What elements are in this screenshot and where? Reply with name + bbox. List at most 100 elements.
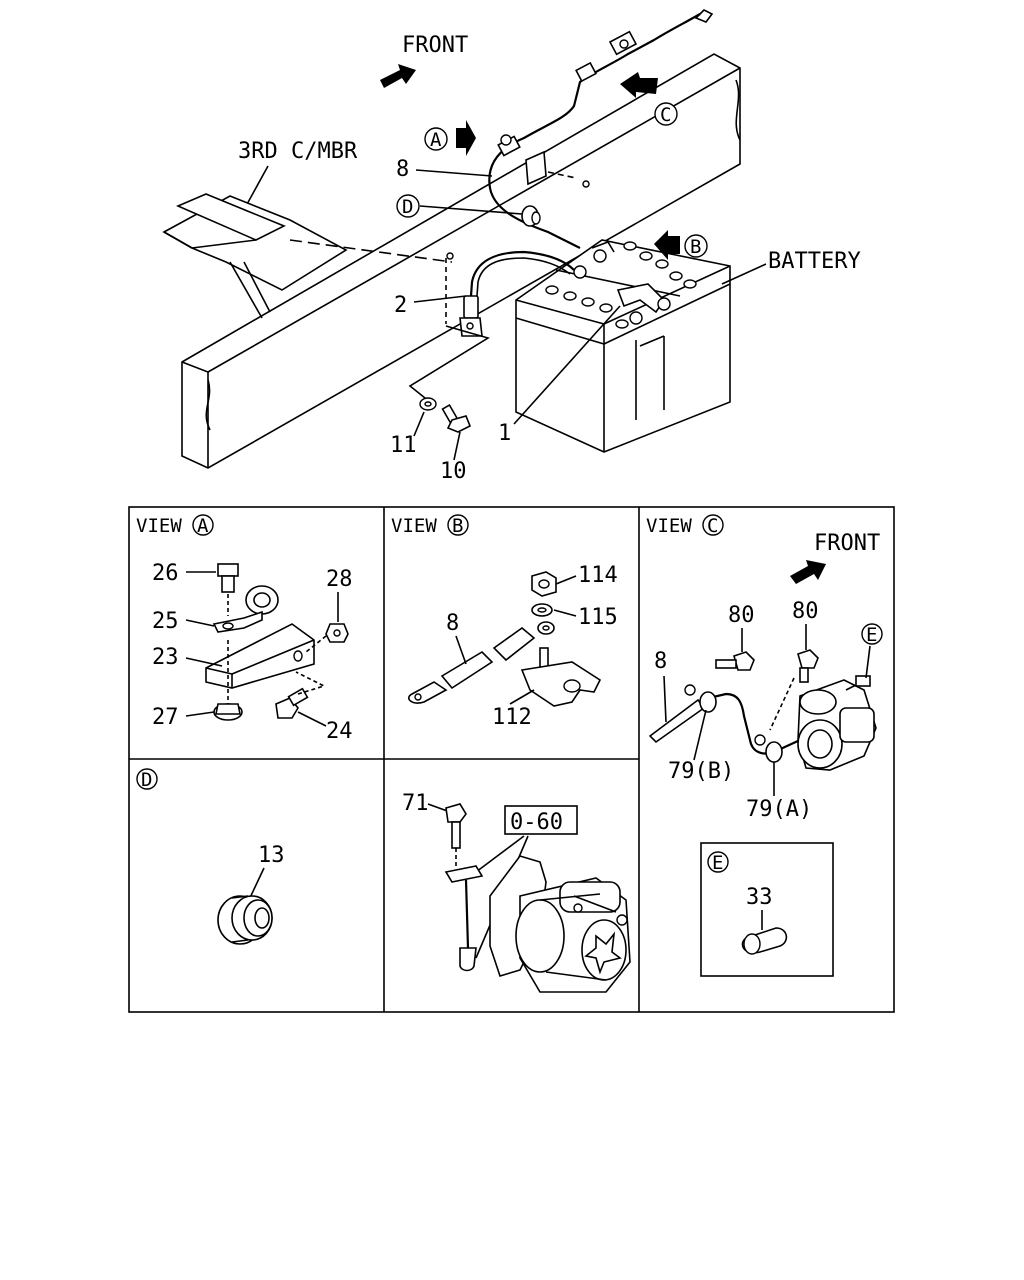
callout-8-c: 8	[654, 649, 667, 674]
crossmember-leader	[245, 165, 269, 207]
callout-114: 114	[578, 563, 618, 588]
view-e-box	[700, 842, 834, 977]
callout-28: 28	[326, 567, 353, 592]
callout-79a: 79(A)	[746, 797, 812, 822]
view-e-letter: E	[712, 852, 723, 874]
view-a-letter-circle	[192, 514, 214, 536]
nut-28-icon	[325, 623, 349, 643]
view-a-title: VIEW	[136, 515, 182, 537]
bracket-23-icon	[205, 623, 315, 704]
panel-view-d: D 13	[136, 768, 285, 945]
nut-114-icon	[531, 571, 557, 597]
ref-box-0-60	[504, 805, 578, 835]
nut-27-icon	[213, 703, 243, 721]
leader-11	[413, 411, 425, 437]
crossmember	[162, 193, 348, 319]
callout-80a: 80	[728, 603, 755, 628]
hardware-path	[408, 325, 490, 403]
view-c-letter-circle	[702, 514, 724, 536]
view-b-title: VIEW	[391, 515, 437, 537]
terminal-112-icon	[520, 647, 602, 707]
view-c-e-circle	[861, 623, 883, 645]
leader-8	[415, 169, 493, 177]
callout-80b: 80	[792, 599, 819, 624]
view-b-arrow-icon	[654, 230, 680, 260]
callout-23: 23	[152, 645, 179, 670]
bolt-80b-icon	[797, 649, 819, 683]
view-a-arrow-icon	[456, 120, 476, 156]
battery-label: BATTERY	[768, 249, 861, 274]
view-e-letter-circle	[707, 851, 729, 873]
callout-24: 24	[326, 719, 353, 744]
main-view: FRONT 3RD C/MBR	[162, 9, 861, 484]
callout-8-b: 8	[446, 611, 459, 636]
bolt-24-icon	[275, 687, 309, 719]
view-ref-c-circle	[654, 102, 678, 126]
view-d-letter: D	[141, 769, 152, 791]
view-ref-d: D	[402, 196, 413, 218]
callout-8: 8	[396, 157, 409, 182]
panel-view-a: VIEW A	[136, 514, 353, 744]
cable-2	[445, 250, 575, 337]
ref-box-0-60-label: 0-60	[510, 810, 563, 835]
callout-79b: 79(B)	[668, 759, 734, 784]
callout-2: 2	[394, 293, 407, 318]
view-ref-c: C	[660, 104, 671, 126]
battery-icon	[515, 239, 731, 453]
callout-112: 112	[492, 705, 532, 730]
front-label: FRONT	[402, 33, 468, 58]
cable-8-view-b	[408, 621, 555, 704]
callout-1: 1	[498, 421, 511, 446]
washer-11-icon	[419, 397, 437, 411]
view-c-arrow-icon	[620, 72, 658, 98]
grommet-d-icon	[521, 205, 541, 227]
battery-caps	[545, 241, 697, 329]
leader-d	[419, 205, 523, 215]
centre-line	[289, 239, 453, 263]
view-c-e-ref: E	[866, 624, 877, 646]
bolt-80a-icon	[715, 651, 755, 671]
leader-10	[453, 431, 461, 461]
panel-view-b: VIEW B 114 115 8	[391, 514, 618, 730]
view-a-letter: A	[197, 515, 209, 537]
frame-rail	[181, 53, 741, 469]
cap-33-icon	[741, 927, 788, 955]
callout-27: 27	[152, 705, 179, 730]
starter-motor-view-c-icon	[797, 675, 877, 771]
view-c-front-label: FRONT	[814, 531, 880, 556]
ground-strap-icon	[444, 865, 484, 972]
callout-10: 10	[440, 459, 467, 484]
clamp-25-icon	[212, 585, 279, 633]
view-ref-d-circle	[396, 194, 420, 218]
callout-115: 115	[578, 605, 618, 630]
detail-grid	[128, 506, 895, 1013]
cable-8	[488, 9, 714, 249]
callout-71: 71	[402, 791, 429, 816]
callout-11: 11	[390, 433, 417, 458]
callout-33: 33	[746, 885, 773, 910]
clip-bracket	[525, 150, 590, 188]
view-b-letter-circle	[447, 514, 469, 536]
leader-1	[513, 305, 621, 425]
bolt-71-icon	[445, 803, 467, 849]
battery-leader	[721, 263, 767, 285]
callout-25: 25	[152, 609, 179, 634]
view-d-letter-circle	[136, 768, 158, 790]
grommet-13-icon	[217, 895, 273, 945]
view-c-title: VIEW	[646, 515, 692, 537]
washer-115-icon	[531, 603, 553, 617]
starter-motor-icon	[489, 855, 631, 993]
front-arrow-icon	[380, 64, 416, 88]
callout-13: 13	[258, 843, 285, 868]
view-ref-b: B	[690, 236, 701, 258]
view-c-letter: C	[707, 515, 718, 537]
view-ref-a-circle	[424, 127, 448, 151]
callout-26: 26	[152, 561, 179, 586]
view-c-front-arrow-icon	[790, 560, 826, 584]
leader-2	[413, 295, 467, 303]
view-b-letter: B	[452, 515, 463, 537]
view-ref-b-circle	[684, 234, 708, 258]
bolt-26-icon	[217, 563, 239, 593]
view-ref-a: A	[430, 129, 442, 151]
